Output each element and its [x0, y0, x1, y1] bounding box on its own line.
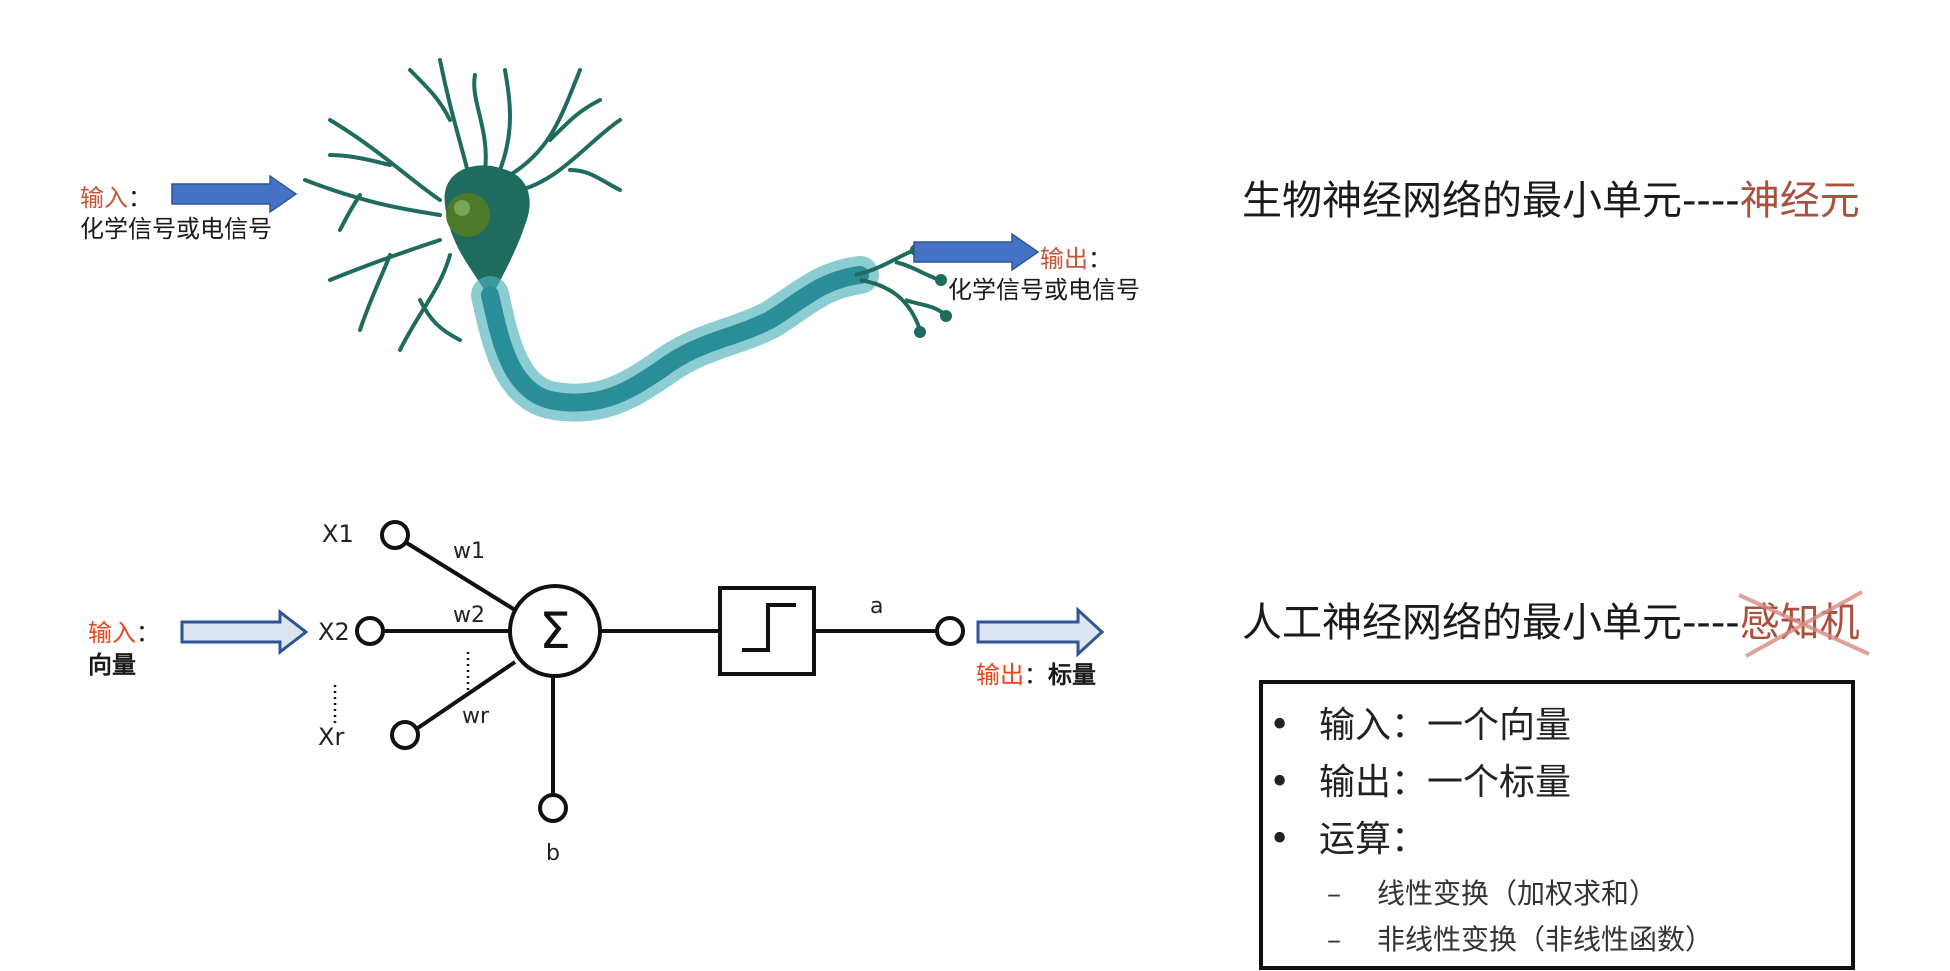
ann-input-desc: 向量: [88, 651, 136, 679]
ann-output-desc: 标量: [1048, 661, 1096, 689]
sum-node: [508, 584, 602, 678]
ann-output-label: 输出：标量: [976, 661, 1096, 689]
label-a: a: [870, 594, 883, 619]
bio-input-arrow: [171, 174, 298, 214]
ann-input-label: 输入：: [88, 619, 160, 647]
node-x1: [380, 520, 410, 550]
bio-output-desc: 化学信号或电信号: [948, 276, 1140, 304]
ann-input-arrow: [180, 608, 309, 656]
bio-output-title: 输出: [1040, 245, 1088, 273]
node-xr: [390, 720, 420, 750]
summary-sub-item: –非线性变换（非线性函数）: [1327, 923, 1714, 956]
neuron-illustration: [303, 58, 952, 422]
bio-output-arrow: [913, 232, 1040, 272]
node-x2: [355, 616, 385, 646]
bio-output-label: 输出：: [1040, 245, 1112, 273]
step-function-icon: [742, 603, 796, 652]
ann-output-arrow: [976, 606, 1105, 658]
ann-output-title: 输出: [976, 661, 1024, 689]
label-x1: X1: [322, 520, 354, 548]
label-w1: w1: [453, 539, 485, 564]
summary-bullet: •运算：: [1269, 819, 1428, 860]
ann-input-title: 输入: [88, 619, 136, 647]
summary-bullet: •输出：一个标量: [1269, 762, 1572, 803]
label-w2: w2: [453, 603, 485, 628]
label-x2: X2: [318, 618, 350, 646]
ann-title-accent: 感知机: [1737, 590, 1870, 658]
ann-title: 人工神经网络的最小单元----感知机: [1242, 590, 1870, 658]
bio-input-label: 输入：: [80, 184, 152, 212]
label-xr: Xr: [318, 723, 344, 751]
bio-input-desc: 化学信号或电信号: [80, 215, 272, 243]
label-wr: wr: [462, 704, 490, 729]
node-b: [538, 793, 568, 823]
perceptron-diagram: Σ X1 X2 Xr w1 w2 wr b a: [180, 520, 1105, 866]
label-b: b: [546, 841, 560, 866]
summary-bullet: •输入：一个向量: [1269, 705, 1572, 746]
summary-sub-item: –线性变换（加权求和）: [1327, 877, 1658, 910]
dendrites: [303, 58, 622, 352]
perceptron-summary-box: •输入：一个向量 •输出：一个标量 •运算： –线性变换（加权求和） –非线性变…: [1259, 680, 1855, 970]
bio-title: 生物神经网络的最小单元----神经元: [1242, 178, 1860, 224]
sum-symbol: Σ: [539, 602, 571, 660]
cross-out-mark: [1737, 590, 1870, 658]
bio-input-title: 输入: [80, 184, 128, 212]
node-a: [935, 616, 965, 646]
nucleus: [446, 193, 490, 237]
bio-title-accent: 神经元: [1739, 178, 1860, 224]
